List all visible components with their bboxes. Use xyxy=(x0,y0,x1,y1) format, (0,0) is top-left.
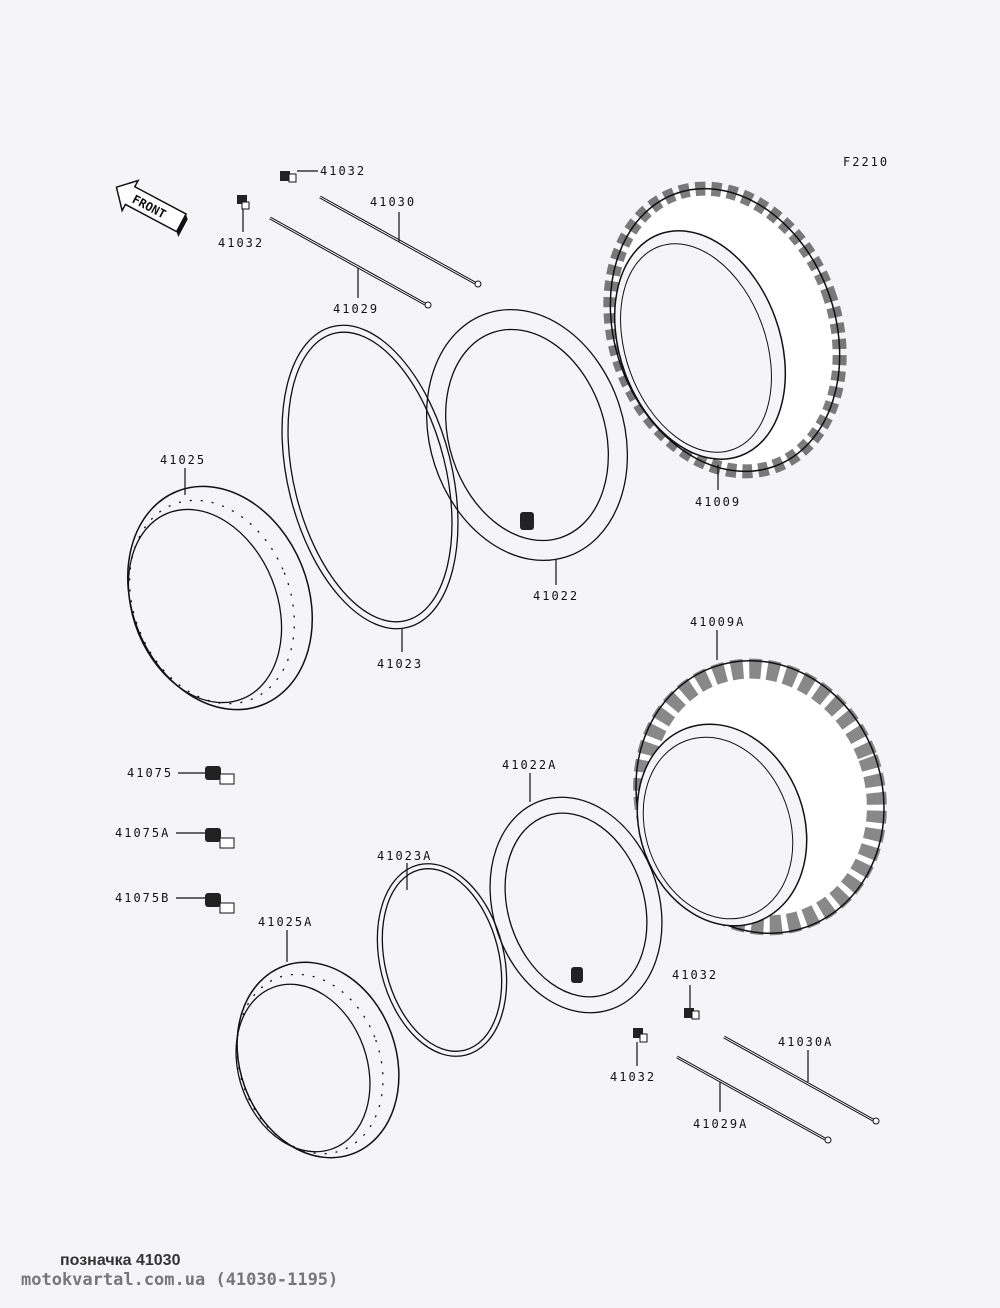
svg-text:41009: 41009 xyxy=(695,495,741,509)
svg-text:41023A: 41023A xyxy=(377,849,432,863)
air-valve-41075: 41075 xyxy=(127,766,235,785)
svg-text:41022A: 41022A xyxy=(502,758,557,772)
spoke-41030: 41030 xyxy=(319,195,482,288)
rim-band-41023: 41023 xyxy=(281,324,459,671)
svg-text:41075B: 41075B xyxy=(115,891,170,905)
svg-text:41029A: 41029A xyxy=(693,1117,748,1131)
svg-text:41032: 41032 xyxy=(610,1070,656,1084)
svg-text:41009A: 41009A xyxy=(690,615,745,629)
source-watermark: motokvartal.com.ua (41030-1195) xyxy=(21,1270,339,1290)
front-arrow-icon: FRONT xyxy=(115,179,188,238)
rear-tube-41022A: 41022A xyxy=(489,758,663,1014)
svg-text:41030A: 41030A xyxy=(778,1035,833,1049)
svg-text:41032: 41032 xyxy=(218,236,264,250)
svg-text:41029: 41029 xyxy=(333,302,379,316)
svg-text:41032: 41032 xyxy=(672,968,718,982)
diagram-code: F2210 xyxy=(843,155,889,169)
rear-rim-41025A: 41025A xyxy=(235,915,400,1159)
rim-41025: 41025 xyxy=(126,453,314,711)
svg-text:41030: 41030 xyxy=(370,195,416,209)
svg-text:41032: 41032 xyxy=(320,164,366,178)
rear-rim-band-41023A: 41023A xyxy=(376,849,508,1057)
svg-text:41022: 41022 xyxy=(533,589,579,603)
spoke-nipple-41032: 41032 xyxy=(672,968,718,1020)
air-valve-41075A: 41075A xyxy=(115,826,235,849)
spoke-nipple-41032: 41032 xyxy=(280,164,366,183)
spoke-41029: 41029 xyxy=(269,216,432,316)
spoke-nipple-41032: 41032 xyxy=(218,195,264,250)
part-caption: позначка 41030 xyxy=(60,1252,181,1269)
svg-text:41025: 41025 xyxy=(160,453,206,467)
svg-text:41025A: 41025A xyxy=(258,915,313,929)
spoke-41030A: 41030A xyxy=(723,1035,880,1125)
air-valve-41075B: 41075B xyxy=(115,891,235,914)
svg-text:41023: 41023 xyxy=(377,657,423,671)
svg-text:41075: 41075 xyxy=(127,766,173,780)
rear-tire-41009A: 41009A xyxy=(633,615,887,936)
spoke-41029A: 41029A xyxy=(676,1055,832,1144)
spoke-nipple-41032: 41032 xyxy=(610,1028,656,1084)
front-tube-41022: 41022 xyxy=(425,308,629,603)
svg-text:41075A: 41075A xyxy=(115,826,170,840)
front-tire-41009: 41009 xyxy=(603,181,847,509)
